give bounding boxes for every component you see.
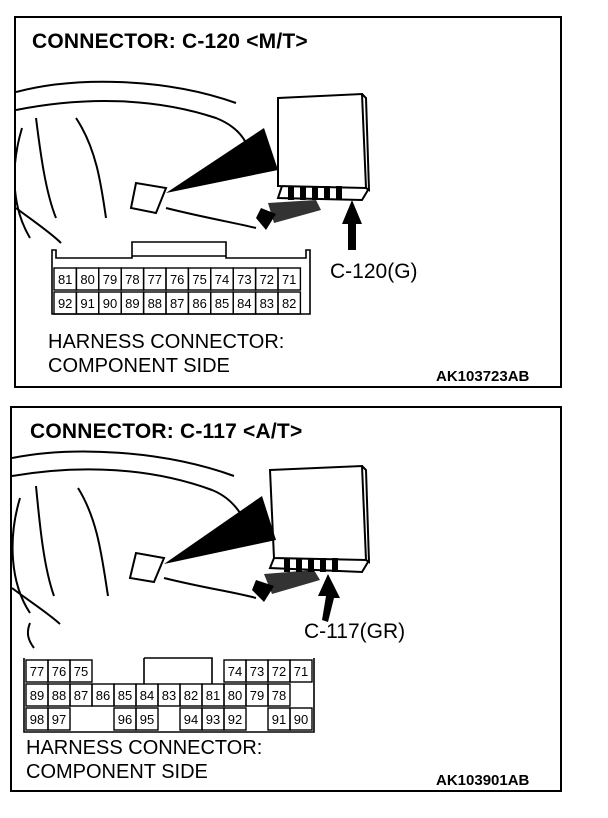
pin-number: 81 xyxy=(206,688,220,703)
pin-number: 94 xyxy=(184,712,198,727)
pin-number: 97 xyxy=(52,712,66,727)
harness-caption-line1: HARNESS CONNECTOR: xyxy=(26,737,263,759)
connector-c117-panel: CONNECTOR: C-117 <A/T> xyxy=(10,406,562,792)
pin-number: 88 xyxy=(148,296,162,311)
pin-number: 80 xyxy=(80,272,94,287)
harness-caption: HARNESS CONNECTOR: COMPONENT SIDE xyxy=(26,736,262,784)
pin-number: 95 xyxy=(140,712,154,727)
harness-caption: HARNESS CONNECTOR: COMPONENT SIDE xyxy=(48,330,284,378)
panel-title: CONNECTOR: C-120 <M/T> xyxy=(32,30,308,53)
pin-number: 75 xyxy=(74,664,88,679)
pin-number: 75 xyxy=(192,272,206,287)
panel-title: CONNECTOR: C-117 <A/T> xyxy=(30,420,303,443)
dashboard-illustration: 81 80 79 78 77 76 75 74 73 72 71 92 91 90 89 88 87 86 85 84… xyxy=(16,80,371,315)
pin-number: 78 xyxy=(125,272,139,287)
pin-number: 84 xyxy=(140,688,154,703)
connector-label: C-117(GR) xyxy=(304,620,406,643)
pin-number: 92 xyxy=(228,712,242,727)
pin-number: 87 xyxy=(170,296,184,311)
pin-number: 73 xyxy=(250,664,264,679)
pin-cell xyxy=(69,659,93,683)
pinout-grid: 77 76 75 74 73 72 71 89 88 87 86 85 84 83 82 81 80 79 78 98… xyxy=(23,658,315,733)
pinout-grid: 81 80 79 78 77 76 75 74 73 72 71 92 91 90 89 88 87 86 85 84… xyxy=(53,267,302,315)
pin-number: 76 xyxy=(170,272,184,287)
pin-number: 90 xyxy=(103,296,117,311)
pin-number: 89 xyxy=(125,296,139,311)
pin-number: 93 xyxy=(206,712,220,727)
connector-c120-panel: CONNECTOR: C-120 <M/T> xyxy=(14,16,562,388)
pin-number: 71 xyxy=(294,664,308,679)
pin-cell xyxy=(289,707,313,731)
pin-number: 73 xyxy=(237,272,251,287)
pin-number: 90 xyxy=(294,712,308,727)
pin-number: 96 xyxy=(118,712,132,727)
pin-number: 86 xyxy=(192,296,206,311)
pin-number: 77 xyxy=(30,664,44,679)
pin-number: 82 xyxy=(282,296,296,311)
pin-number: 86 xyxy=(96,688,110,703)
pin-cell xyxy=(267,683,291,707)
pin-number: 79 xyxy=(103,272,117,287)
pin-number: 98 xyxy=(30,712,44,727)
figure-code: AK103901AB xyxy=(436,772,530,789)
pin-number: 81 xyxy=(58,272,72,287)
pin-number: 83 xyxy=(260,296,274,311)
pin-cell xyxy=(277,267,302,291)
pin-cell xyxy=(223,707,247,731)
harness-caption-line1: HARNESS CONNECTOR: xyxy=(48,331,285,353)
pin-number: 80 xyxy=(228,688,242,703)
harness-caption-line2: COMPONENT SIDE xyxy=(26,761,208,783)
pin-number: 85 xyxy=(215,296,229,311)
pin-number: 84 xyxy=(237,296,251,311)
pin-number: 85 xyxy=(118,688,132,703)
pin-number: 77 xyxy=(148,272,162,287)
pin-number: 74 xyxy=(215,272,229,287)
pin-number: 89 xyxy=(30,688,44,703)
pin-number: 78 xyxy=(272,688,286,703)
pin-cell xyxy=(277,291,302,315)
connector-housing xyxy=(23,658,315,733)
pin-number: 79 xyxy=(250,688,264,703)
dashboard-illustration: 77 76 75 74 73 72 71 89 88 87 86 85 84 83 82 81 80 79 78 98… xyxy=(12,450,371,733)
pin-number: 74 xyxy=(228,664,242,679)
pin-cell xyxy=(47,707,71,731)
figure-code: AK103723AB xyxy=(436,368,530,385)
pin-number: 72 xyxy=(272,664,286,679)
pin-number: 82 xyxy=(184,688,198,703)
pin-number: 83 xyxy=(162,688,176,703)
pin-number: 88 xyxy=(52,688,66,703)
pin-number: 76 xyxy=(52,664,66,679)
pin-number: 87 xyxy=(74,688,88,703)
pin-cell xyxy=(135,707,159,731)
pin-number: 72 xyxy=(260,272,274,287)
pin-cell xyxy=(289,659,313,683)
pin-number: 91 xyxy=(272,712,286,727)
pin-number: 92 xyxy=(58,296,72,311)
pin-number: 91 xyxy=(80,296,94,311)
pin-number: 71 xyxy=(282,272,296,287)
connector-label: C-120(G) xyxy=(330,260,418,283)
harness-caption-line2: COMPONENT SIDE xyxy=(48,355,230,377)
